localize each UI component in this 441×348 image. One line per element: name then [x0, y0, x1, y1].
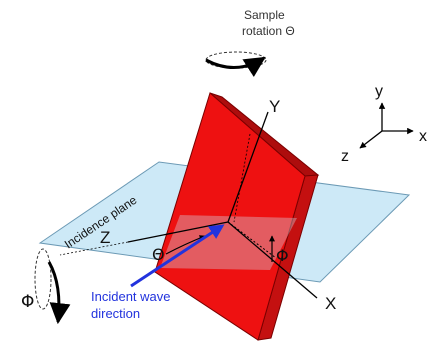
theta-angle-arc — [165, 235, 206, 255]
sample-rotation-label-line2: rotation Θ — [242, 24, 295, 38]
incident-wave-label-line1: Incident wave — [91, 289, 171, 304]
sample-slab — [154, 92, 320, 341]
phi-small-label: Φ — [276, 246, 289, 265]
phi-big-label: Φ — [21, 292, 34, 312]
incident-wave-arrow — [130, 224, 225, 288]
coord-x-label: x — [419, 128, 427, 145]
sample-x-axis-label: X — [325, 294, 336, 313]
phi-rotation-arrow — [34, 248, 71, 325]
sample-z-axis-label: Z — [100, 228, 110, 247]
sample-y-axis-label: Y — [269, 97, 280, 116]
theta-label: Θ — [152, 245, 165, 264]
sample-rotation-arrow — [205, 51, 267, 78]
coord-y-label: y — [375, 83, 383, 100]
incident-wave-label-line2: direction — [91, 306, 140, 321]
coord-z-label: z — [341, 148, 349, 165]
sample-rotation-label-line1: Sample — [244, 8, 285, 22]
coordinate-system — [359, 102, 414, 149]
